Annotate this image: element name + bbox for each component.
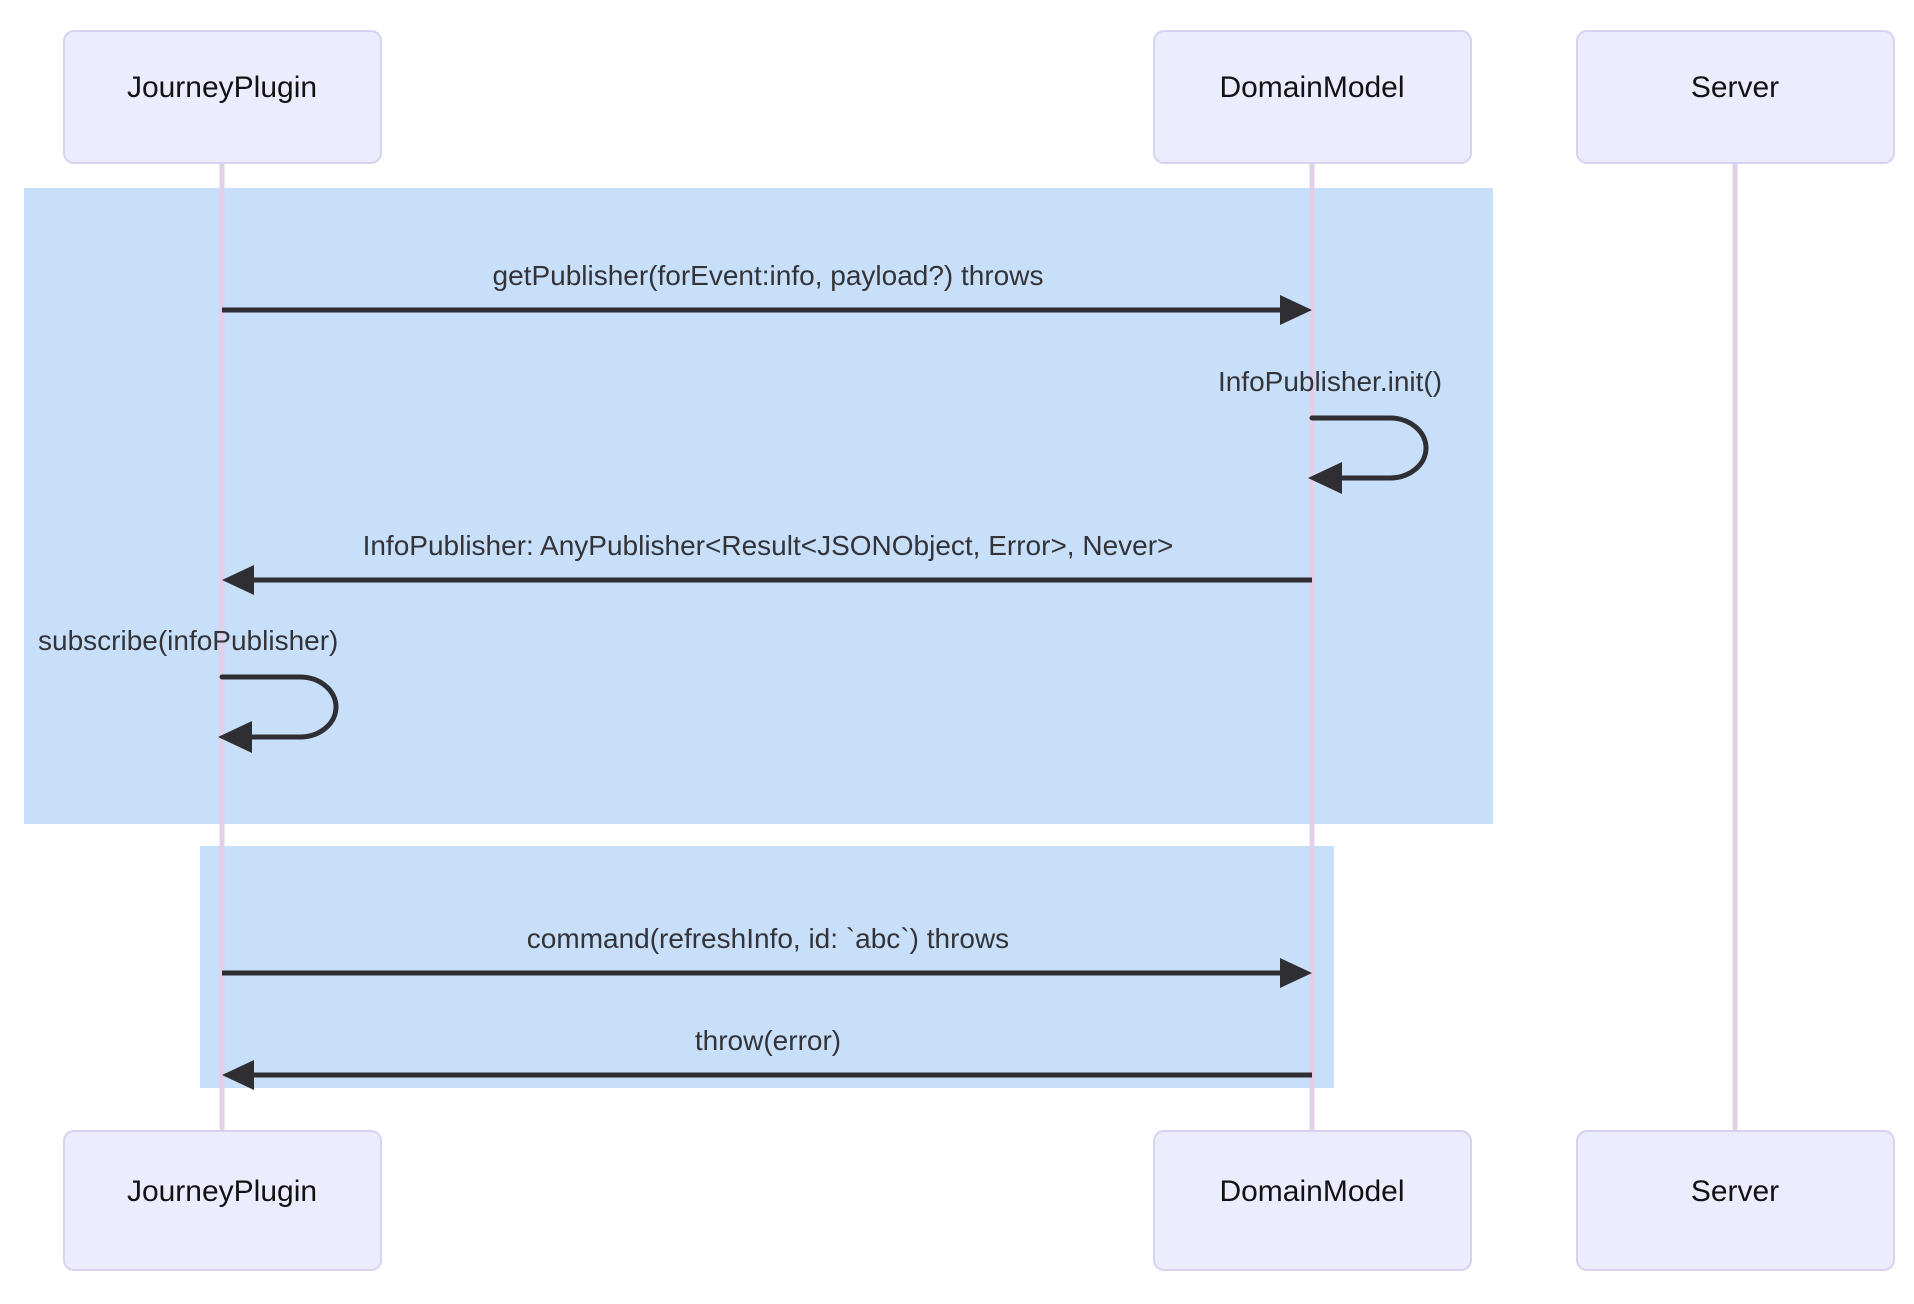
message-loop-infopublisher-init [1309,415,1429,481]
message-arrowhead-getpublisher [1280,295,1312,325]
message-label-infopublisher-return: InfoPublisher: AnyPublisher<Result<JSONO… [363,530,1174,561]
message-arrowhead-command-refreshinfo [1280,958,1312,988]
actor-bottom-server[interactable]: Server [1576,1130,1895,1271]
actor-box-journeyplugin-top[interactable] [63,30,382,164]
actor-bottom-domainmodel[interactable]: DomainModel [1153,1130,1472,1271]
actor-label-domainmodel-top: DomainModel [1219,71,1404,104]
message-command-refreshinfo[interactable]: command(refreshInfo, id: `abc`) throws [222,923,1312,988]
actor-top-domainmodel[interactable]: DomainModel [1153,30,1472,164]
message-label-getpublisher: getPublisher(forEvent:info, payload?) th… [493,260,1044,291]
actor-label-domainmodel-bottom: DomainModel [1219,1175,1404,1208]
actor-top-journeyplugin[interactable]: JourneyPlugin [63,30,382,164]
actor-box-domainmodel-top[interactable] [1153,30,1472,164]
message-label-subscribe: subscribe(infoPublisher) [38,625,338,656]
actor-box-domainmodel-bottom[interactable] [1153,1130,1472,1271]
message-loop-subscribe [219,674,339,740]
message-infopublisher-init[interactable]: InfoPublisher.init() [1218,366,1442,494]
actor-bottom-journeyplugin[interactable]: JourneyPlugin [63,1130,382,1271]
actor-label-journeyplugin-bottom: JourneyPlugin [127,1175,317,1208]
message-arrowhead-subscribe [218,721,252,753]
actor-label-server-top: Server [1691,71,1779,104]
message-infopublisher-return[interactable]: InfoPublisher: AnyPublisher<Result<JSONO… [222,530,1312,595]
message-label-infopublisher-init: InfoPublisher.init() [1218,366,1442,397]
actor-label-server-bottom: Server [1691,1175,1779,1208]
highlight-block-1 [24,188,1493,824]
message-arrowhead-infopublisher-init [1308,462,1342,494]
actor-box-server-top[interactable] [1576,30,1895,164]
actor-box-journeyplugin-bottom[interactable] [63,1130,382,1271]
message-label-command-refreshinfo: command(refreshInfo, id: `abc`) throws [527,923,1009,954]
message-arrowhead-infopublisher-return [222,565,254,595]
actor-box-server-bottom[interactable] [1576,1130,1895,1271]
actor-top-server[interactable]: Server [1576,30,1895,164]
actor-label-journeyplugin-top: JourneyPlugin [127,71,317,104]
message-label-throw-error: throw(error) [695,1025,841,1056]
message-subscribe[interactable]: subscribe(infoPublisher) [38,625,339,753]
message-arrowhead-throw-error [222,1060,254,1090]
message-throw-error[interactable]: throw(error) [222,1025,1312,1090]
message-getpublisher[interactable]: getPublisher(forEvent:info, payload?) th… [222,260,1312,325]
highlight-block-2 [200,846,1334,1088]
